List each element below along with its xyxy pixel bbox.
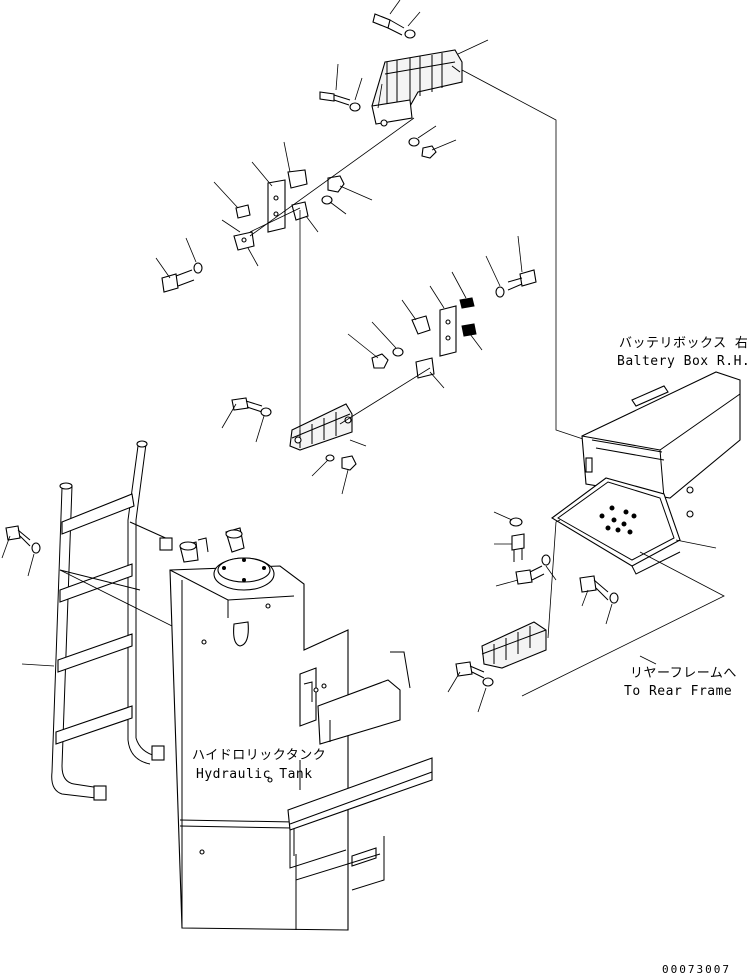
rear-frame-label-en: To Rear Frame: [624, 684, 733, 699]
bolt-left-middle: [161, 262, 203, 293]
drawing-number: 00073007: [662, 963, 731, 976]
battery-box-label-en: Baltery Box R.H.: [617, 354, 747, 369]
hydraulic-tank-label-en: Hydraulic Tank: [196, 767, 313, 782]
tank-bolt-mark: [313, 687, 319, 693]
nut-lower: [341, 455, 357, 471]
battery-box-label-jp: バッテリボックス 右: [619, 336, 747, 351]
tank-bolt-mark: [321, 683, 327, 689]
washer-nut-right-upper: [408, 137, 437, 159]
bolt-top: [372, 13, 416, 39]
upper-step-bracket: [371, 49, 463, 127]
bolt-ladder: [5, 525, 41, 554]
bolt-left-upper: [319, 91, 361, 112]
battery-box-bolts: [509, 517, 619, 604]
washer-lower: [325, 454, 335, 462]
ladder: [51, 440, 173, 801]
right-bracket-cluster: [371, 297, 477, 379]
hydraulic-tank: [169, 527, 433, 931]
bolt-rear-step: [455, 661, 494, 687]
hydraulic-tank-label-jp: ハイドロリックタンク: [192, 748, 327, 763]
rear-frame-label-jp: リヤーフレームへ: [630, 666, 737, 681]
left-bracket-cluster: [233, 169, 345, 251]
bolt-right-middle: [495, 269, 537, 298]
battery-box-right: [551, 371, 741, 575]
rear-frame-step: [481, 621, 547, 669]
lower-step-bracket: [289, 403, 353, 451]
bolt-lower-left: [231, 397, 272, 417]
